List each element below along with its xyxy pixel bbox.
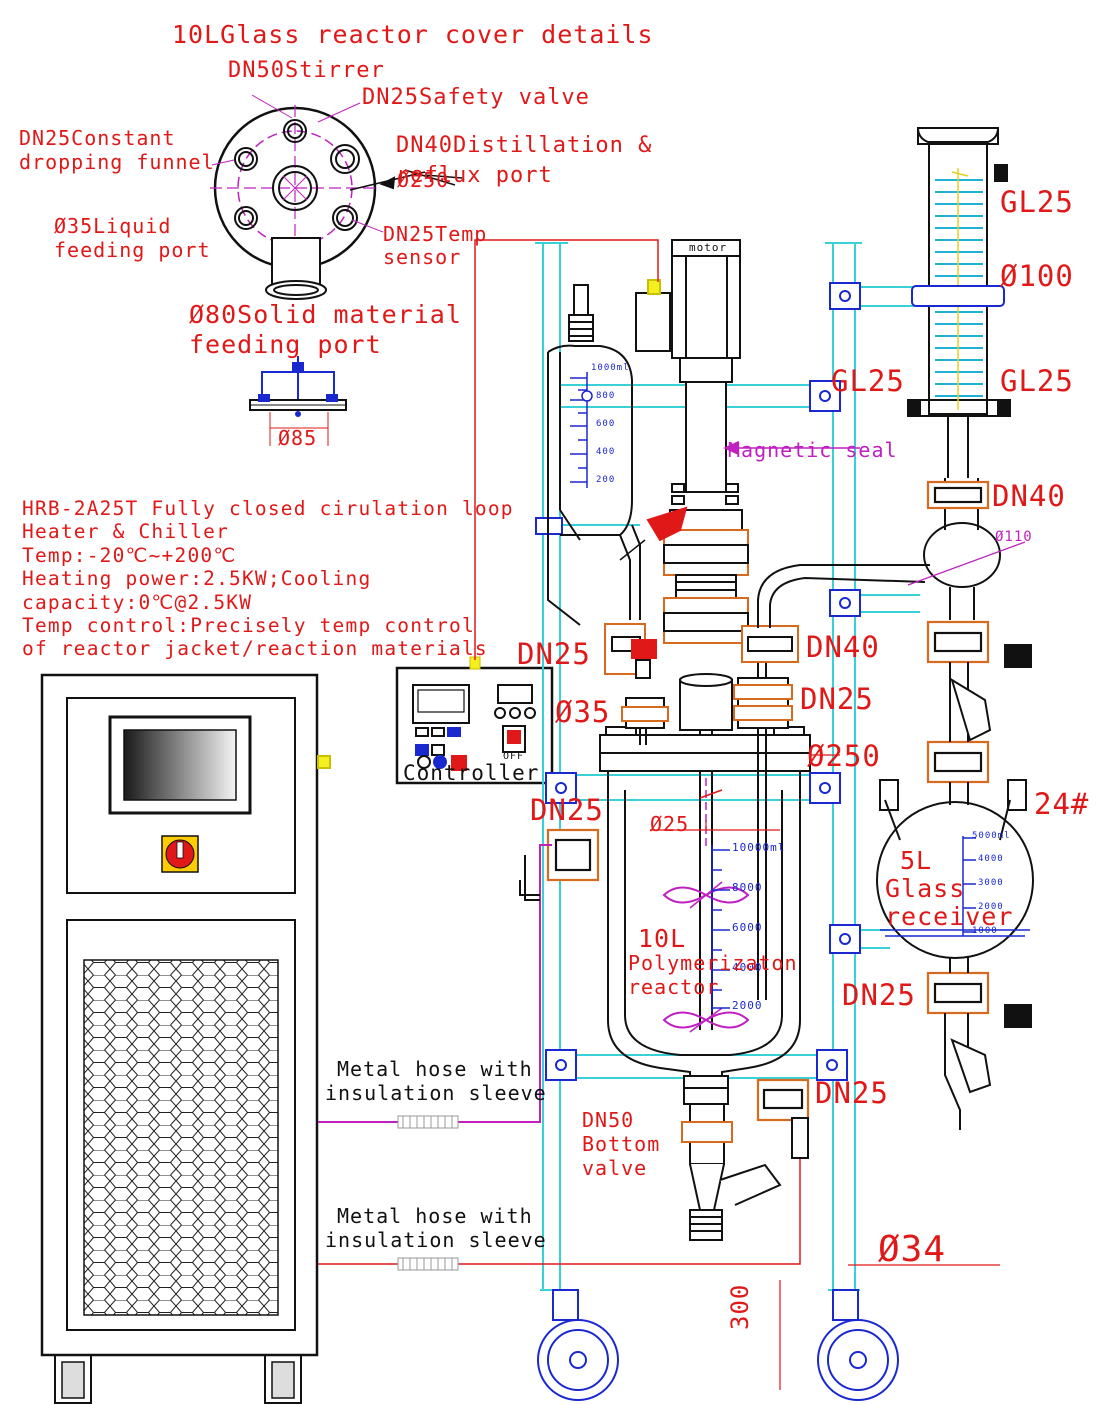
receiver-scale-label: 3000 (978, 878, 1004, 888)
chiller-spec-line: Heating power:2.5KW;Cooling (22, 567, 372, 591)
funnel-scale-label: 800 (596, 391, 616, 401)
receiver-flask (876, 644, 1034, 1130)
receiver-label-line3: receiver (885, 902, 1014, 931)
solid-feed-label-line2: feeding port (189, 330, 382, 359)
solid-feed-label-line1: Ø80Solid material (189, 300, 462, 329)
reactor-label-line3: reactor (628, 975, 720, 999)
bottom-valve-label-line1: DN50 (582, 1108, 635, 1132)
dropping-funnel-label-line2: dropping funnel (19, 150, 215, 174)
port-dn40-mid: DN40 (806, 630, 880, 664)
condenser-gl25-right: GL25 (1000, 364, 1074, 398)
casters (537, 1289, 899, 1401)
port-d250: Ø250 (807, 739, 881, 773)
dropping-funnel (547, 284, 641, 626)
receiver-scale-label: 2000 (978, 902, 1004, 912)
port-d35: Ø35 (555, 695, 611, 729)
chiller-spec-line: capacity:0℃@2.5KW (22, 590, 253, 614)
bottom-valve-label-line3: valve (582, 1156, 648, 1180)
receiver-label-line2: Glass (885, 874, 966, 903)
condenser-clamps (911, 285, 1005, 307)
bottom-valve-label-line2: Bottom (582, 1132, 661, 1156)
reactor-label-line2: Polymerizaton (628, 951, 798, 975)
funnel-scale-label: 600 (596, 419, 616, 429)
chiller-spec-block: HRB-2A25T Fully closed cirulation loop H… (22, 497, 514, 661)
liquid-feed-label-line2: feeding port (54, 238, 211, 262)
receiver-label-line1: 5L (900, 846, 933, 875)
bottom-valve (681, 1075, 782, 1241)
reactor-scale-label: 10000ml (732, 841, 786, 854)
port-dn25-receiver: DN25 (842, 978, 916, 1012)
clamp-diameter-label: Ø85 (278, 426, 318, 450)
chiller-spec-line: Temp:-20℃~+200℃ (22, 543, 237, 567)
controller-label: Controller (403, 761, 540, 785)
dropping-funnel-label-line1: DN25Constant (19, 126, 176, 150)
safety-valve-label: DN25Safety valve (362, 85, 590, 110)
funnel-scale-label: 1000ml (591, 363, 630, 373)
funnel-scale-label: 400 (596, 447, 616, 457)
dimension-300-label: 300 (726, 1283, 754, 1330)
liquid-feed-label-line1: Ø35Liquid (54, 214, 172, 238)
cover-title: 10LGlass reactor cover details (172, 20, 654, 49)
distillation-port-label-line1: DN40Distillation & (396, 133, 653, 158)
receiver-scale-label: 5000ml (972, 831, 1011, 841)
funnel-scale (570, 372, 593, 488)
chiller-unit (40, 673, 331, 1404)
chiller-spec-line: HRB-2A25T Fully closed cirulation loop (22, 497, 514, 520)
hose-1-label-line2: insulation sleeve (325, 1081, 547, 1105)
chiller-spec-line: Heater & Chiller (22, 520, 230, 544)
reactor-scale-label: 4000 (732, 961, 763, 974)
cover-top-view (210, 105, 463, 300)
reactor-scale-label: 6000 (732, 921, 763, 934)
condenser-gl25-top: GL25 (1000, 185, 1074, 219)
frame-clamps (535, 282, 861, 1081)
condenser-diameter: Ø100 (1000, 259, 1074, 293)
reactor-scale-label: 8000 (732, 881, 763, 894)
temp-sensor-label-line1: DN25Temp (383, 222, 488, 246)
controller-box (395, 656, 554, 785)
dimension-lines (650, 754, 1000, 1390)
stirrer-blades (662, 778, 750, 1033)
port-dn40-right: DN40 (992, 479, 1066, 513)
hose-2-label-line1: Metal hose with (337, 1204, 533, 1228)
condenser-gl25-left: GL25 (831, 364, 905, 398)
magnetic-seal-pointer (723, 440, 860, 456)
joint-24-label: 24# (1034, 787, 1090, 821)
magnetic-seal-label: Magnetic seal (728, 438, 898, 462)
port-dn25-left: DN25 (517, 637, 591, 671)
reactor-label-line1: 10L (638, 924, 687, 953)
hose-2-label-line2: insulation sleeve (325, 1228, 547, 1252)
motor-label: motor (689, 241, 728, 254)
dimension-34-label: Ø34 (878, 1229, 947, 1270)
chiller-spec-line: of reactor jacket/reaction materials (22, 637, 488, 661)
port-d25: Ø25 (650, 812, 690, 836)
flask-diameter-label: Ø110 (995, 529, 1033, 545)
hose-1-label-line1: Metal hose with (337, 1057, 533, 1081)
cover-diameter-label: Ø250 (397, 168, 450, 192)
receiver-scale (962, 836, 976, 936)
dn-flanges (546, 480, 990, 1122)
reactor-graduation (711, 845, 730, 1012)
receiver-scale-label: 1000 (972, 926, 998, 936)
funnel-scale-label: 200 (596, 475, 616, 485)
clamp-detail (249, 356, 347, 446)
controller-off-label: OFF (503, 751, 525, 762)
chiller-spec-line: Temp control:Precisely temp control (22, 614, 475, 638)
distillation-port-label-line2: reflux port (396, 163, 553, 188)
condenser (907, 127, 1011, 478)
port-dn25-mid: DN25 (800, 682, 874, 716)
port-dn25-jacket: DN25 (530, 793, 604, 827)
cover-ports (604, 506, 799, 729)
hoses (318, 239, 809, 1271)
port-dn25-bottom: DN25 (815, 1076, 889, 1110)
reactor-vessel (599, 660, 811, 1100)
receiver-scale-label: 4000 (978, 854, 1004, 864)
stirrer-label: DN50Stirrer (228, 58, 385, 83)
temp-sensor-label-line2: sensor (383, 245, 462, 269)
reactor-scale-label: 2000 (732, 999, 763, 1012)
leader-lines (211, 94, 384, 233)
motor-assembly (635, 239, 749, 1030)
